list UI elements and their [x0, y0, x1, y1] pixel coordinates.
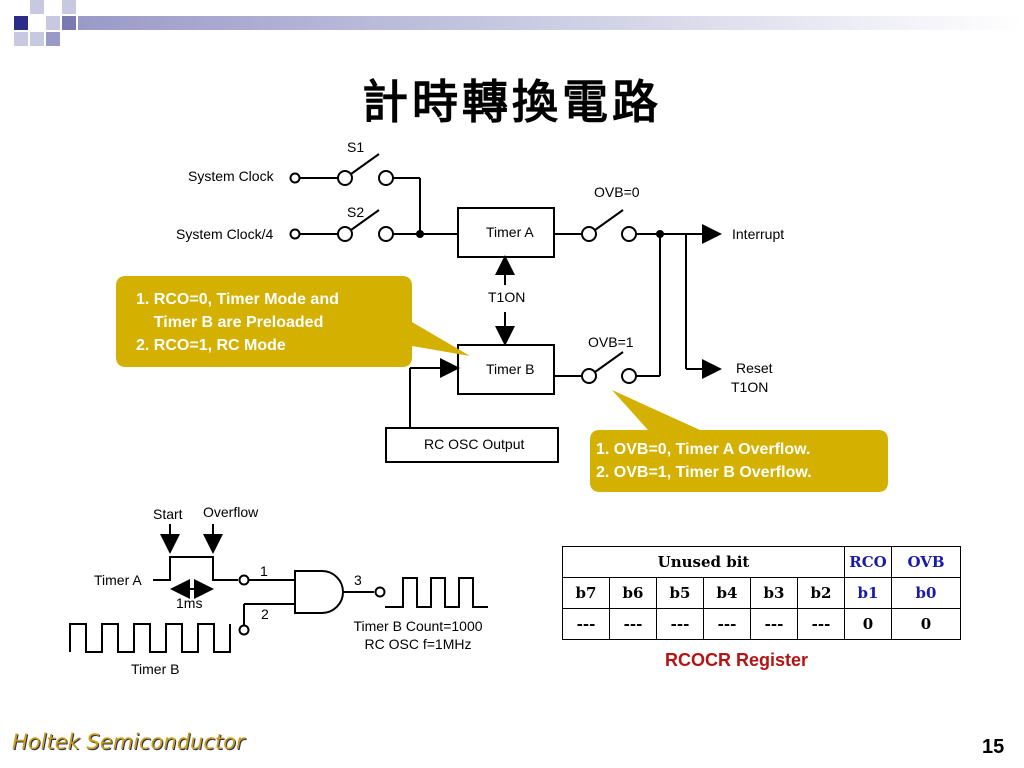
value-b1: 0: [844, 608, 892, 640]
rc-osc-output-box: [385, 427, 559, 463]
ovb-cell: OVB: [891, 546, 961, 578]
bit-b1: b1: [844, 577, 892, 609]
rc-osc-output-label: RC OSC Output: [424, 436, 525, 452]
bit-b0: b0: [891, 577, 961, 609]
pin1-label: 1: [260, 563, 268, 579]
count-line2: RC OSC f=1MHz: [364, 636, 472, 652]
ovb1-switch-blade: [594, 351, 624, 373]
register-bits-row: b7 b6 b5 b4 b3 b2 b1 b0: [562, 577, 961, 609]
system-clock4-label: System Clock/4: [176, 226, 274, 242]
system-clock-terminal: [289, 172, 301, 184]
rco-cell: RCO: [844, 546, 892, 578]
callout-left-shape: [116, 276, 470, 367]
footer-company: Holtek Semiconductor: [12, 730, 245, 754]
bit-b7: b7: [562, 577, 610, 609]
reset-label: Reset: [736, 360, 773, 376]
reset-t1on-label: T1ON: [731, 379, 769, 395]
bit-b6: b6: [609, 577, 657, 609]
output-waveform: [385, 577, 488, 608]
callout-right: 1. OVB=0, Timer A Overflow. 2. OVB=1, Ti…: [596, 438, 812, 484]
start-label: Start: [153, 506, 183, 522]
timer-a-label: Timer A: [486, 224, 534, 240]
rcocr-register-table: Unused bit RCO OVB b7 b6 b5 b4 b3 b2 b1 …: [562, 546, 961, 640]
bit-b2: b2: [797, 577, 845, 609]
register-values-row: --- --- --- --- --- --- 0 0: [562, 608, 961, 640]
callout-right-line1: 1. OVB=0, Timer A Overflow.: [596, 441, 811, 458]
value-b2: ---: [797, 608, 845, 640]
timer-b-label: Timer B: [486, 361, 535, 377]
count-line1: Timer B Count=1000: [353, 618, 483, 634]
callout-left-line1: 1. RCO=0, Timer Mode and: [136, 291, 339, 308]
callout-right-shape: [590, 390, 888, 492]
pin3-label: 3: [354, 572, 362, 588]
timing-timer-b-label: Timer B: [131, 661, 180, 677]
timer-b-waveform: [69, 623, 231, 653]
callout-left-line3: 2. RCO=1, RC Mode: [136, 337, 286, 354]
one-ms-label: 1ms: [176, 595, 203, 611]
register-caption: RCOCR Register: [665, 650, 809, 670]
register-header-row: Unused bit RCO OVB: [562, 546, 961, 578]
ovb1-label: OVB=1: [588, 334, 634, 350]
timer-a-waveform: [153, 556, 238, 581]
callout-left: 1. RCO=0, Timer Mode and Timer B are Pre…: [136, 288, 339, 357]
overflow-label: Overflow: [203, 504, 259, 520]
bit-b4: b4: [703, 577, 751, 609]
interrupt-label: Interrupt: [732, 226, 785, 242]
timer-a-box: [457, 207, 555, 258]
system-clock4-terminal: [289, 228, 301, 240]
s1-switch-contact: [337, 170, 353, 186]
s2-switch-blade: [350, 209, 380, 231]
value-b4: ---: [703, 608, 751, 640]
t1on-label: T1ON: [488, 289, 526, 305]
s2-label: S2: [347, 204, 365, 220]
value-b3: ---: [750, 608, 798, 640]
unused-bit-cell: Unused bit: [562, 546, 845, 578]
ovb0-label: OVB=0: [594, 184, 640, 200]
value-b6: ---: [609, 608, 657, 640]
s1-label: S1: [347, 139, 365, 155]
timing-timer-a-label: Timer A: [94, 572, 142, 588]
callout-left-line2: Timer B are Preloaded: [136, 314, 324, 331]
bit-b5: b5: [656, 577, 704, 609]
value-b5: ---: [656, 608, 704, 640]
s2-switch-contact: [337, 226, 353, 242]
ovb0-switch-blade: [594, 209, 624, 231]
system-clock-label: System Clock: [188, 168, 274, 184]
and-gate: [294, 570, 344, 614]
page-number: 15: [982, 736, 1005, 758]
pin2-label: 2: [261, 606, 269, 622]
decorative-banner: [14, 0, 1024, 46]
callout-right-line2: 2. OVB=1, Timer B Overflow.: [596, 464, 812, 481]
slide-title: 計時轉換電路: [362, 75, 662, 129]
bit-b3: b3: [750, 577, 798, 609]
value-b0: 0: [891, 608, 961, 640]
s1-switch-blade: [350, 153, 380, 175]
timer-b-box: [457, 344, 555, 395]
value-b7: ---: [562, 608, 610, 640]
